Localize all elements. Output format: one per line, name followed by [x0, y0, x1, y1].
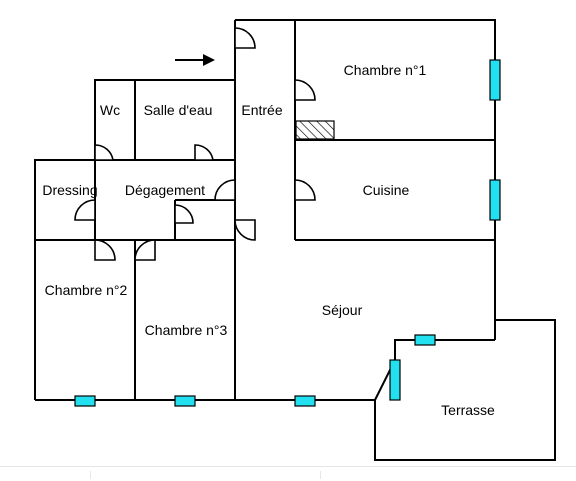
label-cuisine: Cuisine: [363, 182, 410, 198]
door-chambre3: [134, 239, 156, 261]
label-chambre1: Chambre n°1: [344, 62, 427, 78]
label-terrasse: Terrasse: [441, 402, 495, 418]
entrance-arrow-icon: [175, 54, 215, 66]
label-chambre3: Chambre n°3: [145, 322, 228, 338]
label-entree: Entrée: [241, 102, 282, 118]
window-sejour-terrasse: [414, 334, 436, 346]
label-wc: Wc: [100, 102, 120, 118]
door-degagement: [174, 204, 194, 224]
footer-divider: [320, 471, 321, 479]
label-degagement: Dégagement: [125, 182, 205, 198]
footer-divider: [90, 471, 91, 479]
window-chambre1: [489, 59, 501, 101]
label-chambre2: Chambre n°2: [45, 282, 128, 298]
door-sejour: [234, 219, 256, 241]
label-dressing: Dressing: [42, 182, 97, 198]
window-chambre3: [174, 395, 196, 407]
window-cuisine: [489, 179, 501, 221]
window-sejour: [294, 395, 316, 407]
walls: [34, 19, 556, 461]
label-sejour: Séjour: [322, 302, 363, 318]
door-salle-eau: [194, 144, 214, 161]
door-wc: [94, 144, 114, 161]
door-chambre1: [294, 79, 316, 101]
label-salle-eau: Salle d'eau: [144, 102, 213, 118]
windows: [74, 59, 501, 407]
hatched-area: [295, 120, 335, 140]
door-chambre2: [94, 239, 116, 261]
room-labels: Chambre n°1 Wc Salle d'eau Entrée Dressi…: [42, 62, 495, 418]
door-entree-degagement: [214, 179, 236, 201]
window-chambre2: [74, 395, 96, 407]
doors: [74, 27, 316, 261]
door-entree: [234, 27, 256, 49]
floor-plan: Chambre n°1 Wc Salle d'eau Entrée Dressi…: [34, 19, 556, 461]
door-cuisine: [294, 179, 316, 201]
door-dressing: [74, 199, 96, 221]
window-sejour-corner: [389, 359, 401, 401]
footer-strip: [0, 466, 576, 481]
